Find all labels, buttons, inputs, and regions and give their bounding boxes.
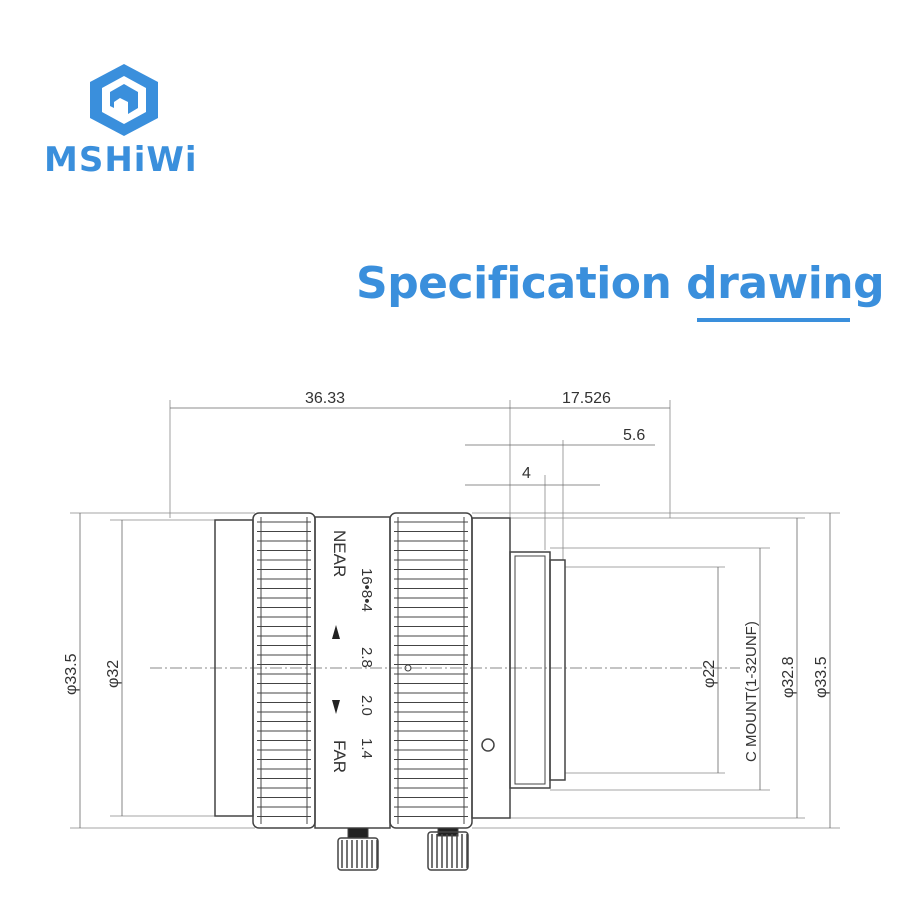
mount-thread — [549, 559, 566, 781]
dim-5-6: 5.6 — [623, 427, 645, 444]
knurling — [257, 517, 468, 824]
lock-knob-focus — [337, 837, 379, 871]
scale-16-8-4: 16•8•4 — [358, 568, 375, 612]
lock-knob-iris — [427, 831, 469, 871]
mount-flange — [509, 551, 551, 789]
scale-2-8: 2.8 — [358, 647, 375, 668]
dim-c-mount: C MOUNT(1-32UNF) — [743, 621, 760, 762]
title-underline — [697, 318, 850, 322]
dimension-lines — [79, 407, 831, 828]
scale-2-0: 2.0 — [358, 695, 375, 716]
brand-name: MSHiWi — [44, 140, 198, 180]
dim-rear-33-5: φ33.5 — [813, 656, 830, 698]
near-arrow-icon — [332, 625, 340, 639]
near-label: NEAR — [330, 530, 349, 577]
dim-22: φ22 — [701, 660, 718, 688]
extension-lines — [70, 400, 840, 829]
brand-logo-icon — [44, 62, 204, 143]
dim-36-33: 36.33 — [305, 390, 345, 407]
screw-icon — [481, 738, 495, 752]
knob-stem-1 — [347, 827, 369, 839]
dim-17-526: 17.526 — [562, 390, 611, 407]
page-title: Specification drawing — [356, 258, 885, 309]
far-arrow-icon — [332, 700, 340, 714]
dim-front-32: φ32 — [105, 660, 122, 688]
scale-1-4: 1.4 — [358, 738, 375, 759]
dim-32-8: φ32.8 — [780, 656, 797, 698]
dim-front-33-5: φ33.5 — [63, 653, 80, 695]
label-ring — [314, 516, 391, 829]
knob-knurling — [341, 834, 468, 868]
dim-4: 4 — [522, 465, 531, 482]
mount-flange-inner — [514, 555, 546, 785]
far-label: FAR — [330, 740, 349, 773]
